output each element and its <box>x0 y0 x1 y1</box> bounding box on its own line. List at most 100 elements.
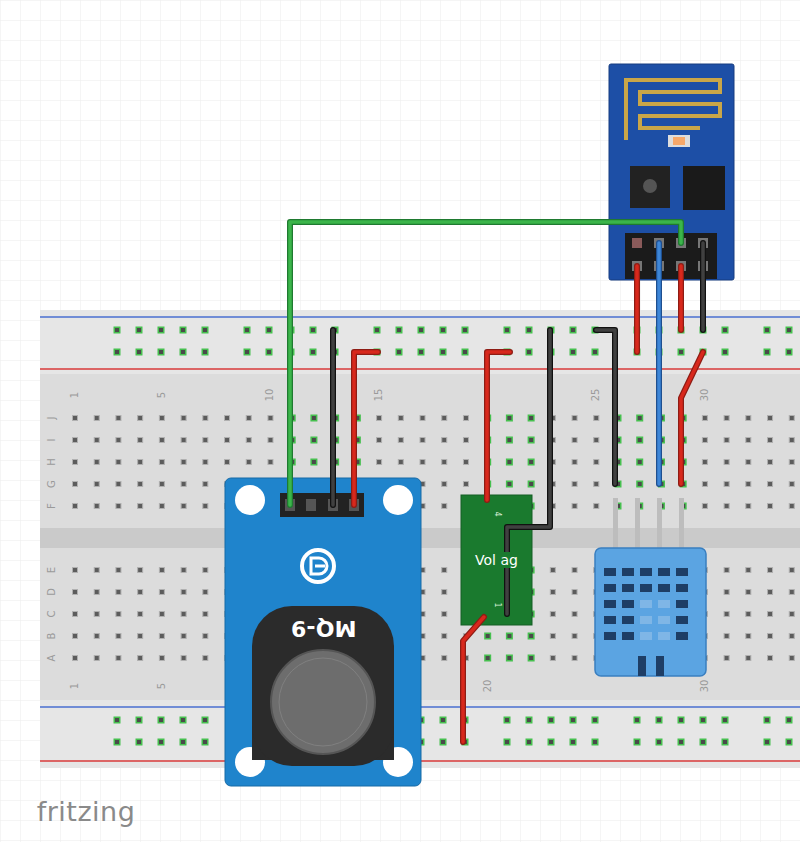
connected-hole <box>440 349 447 356</box>
dht-sensor <box>595 498 706 676</box>
dht-sensor-part-part <box>676 616 688 624</box>
hole-center <box>419 350 423 354</box>
hole-center <box>507 482 511 486</box>
hole <box>181 438 186 443</box>
hole-center <box>635 740 639 744</box>
connected-hole <box>310 437 317 444</box>
hole-center <box>549 740 553 744</box>
hole <box>116 482 121 487</box>
hole <box>268 460 273 465</box>
hole <box>746 612 751 617</box>
hole <box>203 568 208 573</box>
connected-hole <box>266 349 273 356</box>
hole-center <box>635 718 639 722</box>
hole <box>746 590 751 595</box>
hole <box>702 416 707 421</box>
hole <box>724 612 729 617</box>
wires-part <box>290 222 703 742</box>
hole-center <box>137 350 141 354</box>
connected-hole <box>722 739 729 746</box>
column-number: 5 <box>157 392 167 398</box>
connected-hole <box>244 327 251 334</box>
row-letter: I <box>47 439 57 442</box>
hole-center <box>787 350 791 354</box>
connected-hole <box>570 717 577 724</box>
hole <box>138 438 143 443</box>
connected-hole <box>528 459 535 466</box>
hole <box>138 482 143 487</box>
hole-center <box>787 328 791 332</box>
dht-sensor-part <box>657 498 662 550</box>
wires-part-part <box>487 352 510 500</box>
hole <box>572 634 577 639</box>
dht-sensor-part-part <box>658 584 670 592</box>
esp-module-part <box>673 137 685 145</box>
connected-hole <box>528 633 535 640</box>
hole-center <box>529 438 533 442</box>
connected-hole <box>786 327 793 334</box>
esp-module-part <box>668 135 690 147</box>
connected-hole <box>786 349 793 356</box>
connected-hole <box>202 349 209 356</box>
connected-hole <box>678 739 685 746</box>
esp-module-part <box>632 238 642 248</box>
hole <box>203 656 208 661</box>
hole <box>138 504 143 509</box>
hole <box>377 460 382 465</box>
connected-hole <box>202 717 209 724</box>
connected-hole <box>506 633 513 640</box>
hole <box>94 482 99 487</box>
connected-hole <box>396 349 403 356</box>
hole <box>724 482 729 487</box>
hole <box>550 656 555 661</box>
hole-center <box>159 718 163 722</box>
hole <box>203 634 208 639</box>
hole-center <box>159 350 163 354</box>
wires-part-part <box>330 330 336 505</box>
hole <box>268 438 273 443</box>
hole <box>159 460 164 465</box>
wires-part-part <box>331 330 335 505</box>
wires-part-part <box>635 266 639 352</box>
wires-part-part <box>596 330 615 484</box>
hole <box>768 416 773 421</box>
column-number: 30 <box>700 680 710 693</box>
connected-hole <box>786 717 793 724</box>
hole <box>463 416 468 421</box>
hole <box>746 568 751 573</box>
breadboard-part <box>40 316 800 318</box>
hole <box>442 504 447 509</box>
hole-center <box>203 328 207 332</box>
dht-sensor-part-part <box>656 656 664 676</box>
hole-center <box>181 328 185 332</box>
wires-part-part <box>701 243 705 330</box>
hole <box>550 568 555 573</box>
hole <box>94 416 99 421</box>
hole <box>702 460 707 465</box>
hole <box>746 416 751 421</box>
column-number: 15 <box>374 389 384 402</box>
hole <box>181 504 186 509</box>
dht-sensor-part-part <box>622 632 634 640</box>
row-letter: A <box>47 655 57 662</box>
hole-center <box>527 718 531 722</box>
hole-center <box>311 350 315 354</box>
hole <box>746 482 751 487</box>
hole-center <box>571 328 575 332</box>
connected-hole <box>722 349 729 356</box>
row-letter: C <box>47 611 57 618</box>
hole <box>116 656 121 661</box>
dht-sensor-part-part <box>676 600 688 608</box>
hole <box>398 416 403 421</box>
dht-sensor-part-part <box>658 568 670 576</box>
hole <box>246 460 251 465</box>
hole <box>789 612 794 617</box>
hole <box>420 460 425 465</box>
hole <box>768 590 773 595</box>
hole-center <box>463 328 467 332</box>
hole <box>463 438 468 443</box>
hole-center <box>441 350 445 354</box>
hole <box>159 634 164 639</box>
dht-sensor-part-part <box>604 600 616 608</box>
hole <box>159 590 164 595</box>
